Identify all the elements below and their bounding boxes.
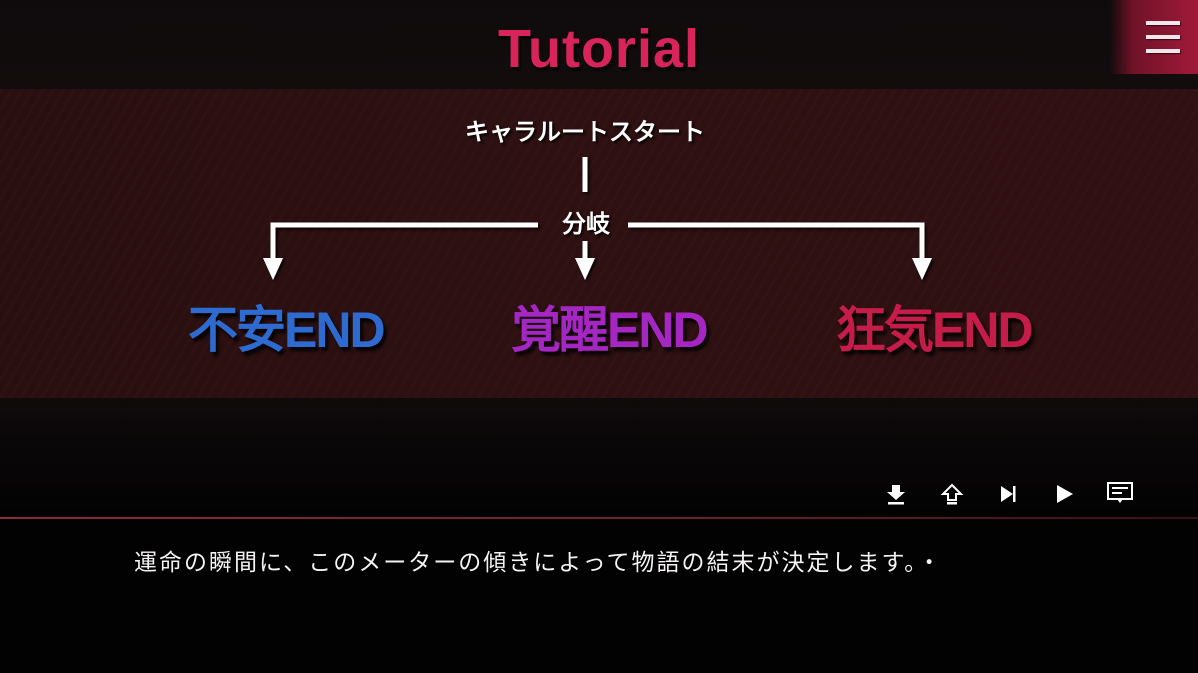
branch-diagram-arrows bbox=[263, 157, 932, 280]
skip-forward-icon bbox=[1001, 486, 1016, 502]
hamburger-menu-icon-bar bbox=[1146, 49, 1180, 53]
dialog-text: 運命の瞬間に、このメーターの傾きによって物語の結末が決定します。・ bbox=[134, 550, 943, 576]
load-button[interactable] bbox=[936, 478, 968, 510]
download-arrow-icon bbox=[887, 485, 905, 505]
dialog-box[interactable] bbox=[0, 519, 1198, 673]
madness-ending-label: 狂気END bbox=[836, 302, 1034, 358]
anxiety-ending-label: 不安END bbox=[188, 302, 386, 358]
page-title: Tutorial bbox=[498, 19, 700, 79]
bottom-fade bbox=[0, 398, 1198, 518]
tutorial-diagram-panel bbox=[0, 89, 1198, 398]
message-log-icon bbox=[1107, 482, 1133, 503]
hamburger-menu-icon bbox=[1146, 21, 1180, 25]
menu-button[interactable] bbox=[1110, 0, 1198, 74]
branch-label: 分岐 bbox=[562, 210, 610, 238]
awakening-ending-label: 覚醒END bbox=[511, 302, 709, 358]
message-log-button[interactable] bbox=[1104, 478, 1136, 510]
play-icon bbox=[1057, 485, 1073, 503]
auto-play-button[interactable] bbox=[1048, 478, 1080, 510]
dialog-divider bbox=[0, 517, 1198, 519]
skip-button[interactable] bbox=[992, 478, 1024, 510]
hamburger-menu-icon-bar bbox=[1146, 35, 1180, 39]
character-route-start-label: キャラルートスタート bbox=[465, 118, 705, 146]
save-button[interactable] bbox=[880, 478, 912, 510]
upload-arrow-icon bbox=[940, 483, 964, 505]
header-background bbox=[0, 0, 1198, 89]
